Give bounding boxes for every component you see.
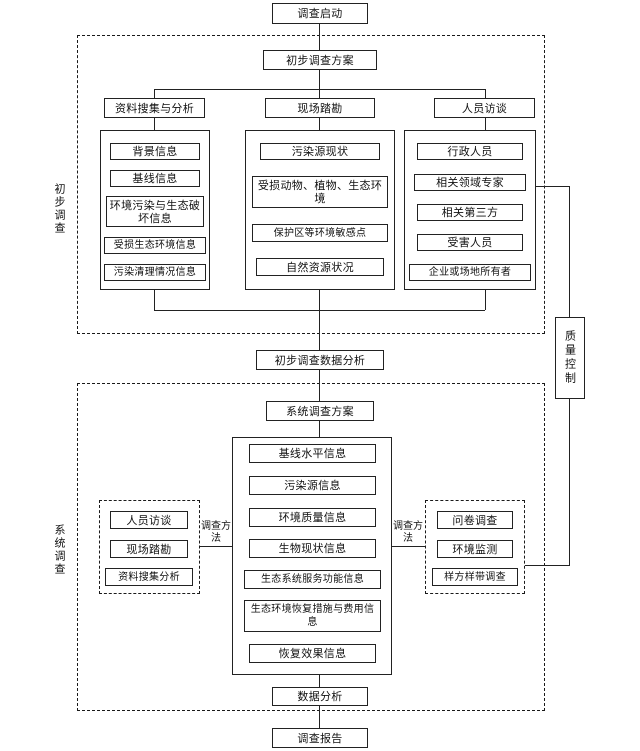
branch2-item-1: 受损动物、植物、生态环境 (252, 176, 388, 208)
left-method-item-0: 人员访谈 (110, 511, 188, 529)
left-method-item-1: 现场踏勘 (110, 540, 188, 558)
connector-phase1-to-mid (319, 310, 321, 350)
center-item-6: 恢复效果信息 (249, 644, 376, 663)
qc-link-up-horizontal (536, 186, 570, 188)
qc-link-up-vertical (569, 186, 571, 317)
center-item-1: 污染源信息 (249, 476, 376, 495)
left-method-item-2: 资料搜集分析 (105, 568, 193, 586)
branch-header-1: 资料搜集与分析 (104, 98, 205, 118)
branch1-item-3: 受损生态环境信息 (104, 237, 206, 254)
right-method-label: 调查方法 (393, 521, 423, 545)
branch2-item-2: 保护区等环境敏感点 (252, 224, 388, 242)
branch3-item-1: 相关领域专家 (414, 174, 526, 191)
branch2-item-0: 污染源现状 (260, 143, 380, 160)
branch2-item-3: 自然资源状况 (256, 258, 384, 276)
branch1-item-2: 环境污染与生态破坏信息 (106, 196, 204, 227)
right-method-group (425, 500, 525, 594)
branch-header-3: 人员访谈 (434, 98, 535, 118)
node-quality-control: 质量控制 (555, 317, 585, 399)
connector-plan-to-branches (319, 70, 321, 89)
branch1-item-4: 污染清理情况信息 (104, 264, 206, 281)
right-method-connector (392, 546, 425, 548)
branch3-item-0: 行政人员 (417, 143, 523, 160)
connector-plan2-to-center (319, 421, 321, 437)
right-method-item-2: 样方样带调查 (432, 568, 518, 586)
connector-center-to-analysis (319, 675, 321, 687)
branch-header-2: 现场踏勘 (265, 98, 375, 118)
phase2-side-label: 系统调查 (53, 524, 66, 576)
branch2-merge-riser (319, 290, 321, 310)
branch3-item-4: 企业或场地所有者 (409, 264, 531, 281)
phase2-center-group (232, 437, 392, 675)
phase1-side-label: 初步调查 (53, 183, 66, 235)
branch1-item-1: 基线信息 (110, 170, 200, 187)
branch-drop-1 (154, 89, 156, 99)
branch1-item-0: 背景信息 (110, 143, 200, 160)
branch2-header-to-group (319, 118, 321, 130)
branch1-merge-riser (154, 290, 156, 310)
branch1-header-to-group (154, 118, 156, 130)
right-method-item-1: 环境监测 (437, 540, 513, 558)
right-method-item-0: 问卷调查 (437, 511, 513, 529)
center-item-2: 环境质量信息 (249, 508, 376, 527)
phase1-region (77, 35, 545, 334)
branch-group-2 (245, 130, 395, 290)
connector-start-to-phase1 (319, 24, 321, 50)
branch3-item-3: 受害人员 (417, 234, 523, 251)
node-preliminary-plan: 初步调查方案 (263, 50, 377, 70)
qc-link-down-vertical (569, 399, 571, 566)
branch-drop-2 (319, 89, 321, 99)
center-item-3: 生物现状信息 (249, 539, 376, 558)
left-method-group (99, 500, 200, 594)
branch3-header-to-group (485, 118, 487, 130)
connector-mid-to-phase2 (319, 370, 321, 401)
node-preliminary-analysis: 初步调查数据分析 (256, 350, 384, 370)
branch-group-1 (100, 130, 210, 290)
quality-control-label: 质量控制 (563, 330, 577, 386)
left-method-label: 调查方法 (201, 521, 231, 545)
center-item-5: 生态环境恢复措施与费用信息 (244, 600, 381, 632)
left-method-connector (200, 546, 232, 548)
center-item-4: 生态系统服务功能信息 (244, 570, 381, 589)
node-system-plan: 系统调查方案 (266, 401, 374, 421)
branch3-merge-riser (485, 290, 487, 310)
qc-link-down-horizontal (525, 565, 570, 567)
branch-group-3 (404, 130, 536, 290)
phase2-region (77, 383, 545, 711)
center-item-0: 基线水平信息 (249, 444, 376, 463)
node-data-analysis: 数据分析 (272, 687, 368, 706)
branch-drop-3 (485, 89, 487, 99)
branch3-item-2: 相关第三方 (417, 204, 523, 221)
connector-analysis-to-report (319, 706, 321, 728)
node-report: 调查报告 (272, 728, 368, 748)
node-start: 调查启动 (272, 3, 368, 24)
